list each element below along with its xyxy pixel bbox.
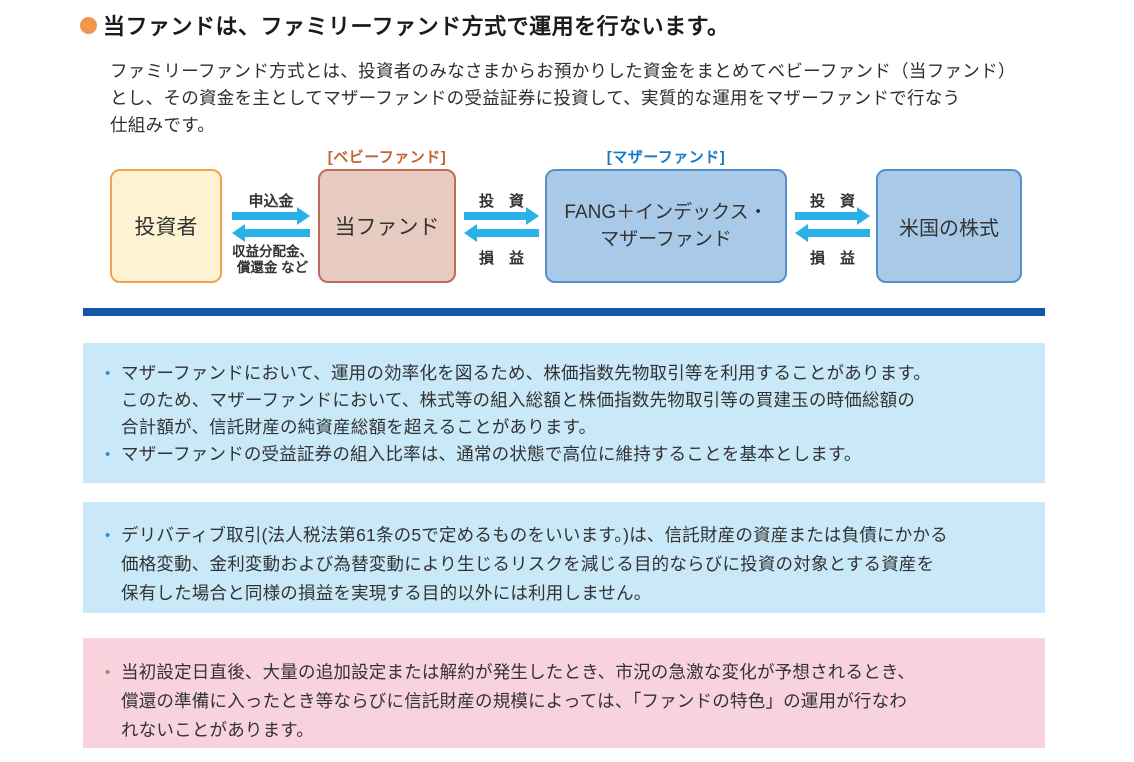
mother-fund-box-line2: マザーファンド xyxy=(600,229,732,250)
family-fund-diagram: [ベビーファンド] [マザーファンド] 投資者 当ファンド FANG＋インデック… xyxy=(0,0,1134,300)
note-line: れないことがあります。 xyxy=(121,720,314,740)
profit-loss-arrow-left-icon-2 xyxy=(795,224,870,242)
subscription-arrow-right-icon xyxy=(232,207,310,225)
profit-loss-label-2: 損 益 xyxy=(809,250,855,267)
note-item: • デリバティブ取引(法人税法第61条の5で定めるものをいいます。)は、信託財産… xyxy=(105,521,1025,608)
mother-fund-label: [マザーファンド] xyxy=(606,149,726,166)
us-stocks-box: 米国の株式 xyxy=(876,169,1022,283)
orange-bullet-icon xyxy=(80,16,97,34)
intro-line: 仕組みです。 xyxy=(110,115,216,135)
note-item: • マザーファンドの受益証券の組入比率は、通常の状態で高位に維持することを基本と… xyxy=(105,441,1025,468)
note-line: 価格変動、金利変動および為替変動により生じるリスクを減じる目的ならびに投資の対象… xyxy=(121,554,935,574)
intro-paragraph: ファミリーファンド方式とは、投資者のみなさまからお預かりした資金をまとめてベビー… xyxy=(110,58,1016,139)
blue-bullet-icon: • xyxy=(105,446,111,463)
profit-loss-arrow-left-icon xyxy=(464,224,539,242)
note-line: 当初設定日直後、大量の追加設定または解約が発生したとき、市況の急激な変化が予想さ… xyxy=(121,662,916,682)
blue-bullet-icon: • xyxy=(105,527,111,544)
us-stocks-box-label: 米国の株式 xyxy=(899,217,999,240)
note-line: マザーファンドの受益証券の組入比率は、通常の状態で高位に維持することを基本としま… xyxy=(121,444,862,464)
baby-fund-label: [ベビーファンド] xyxy=(327,149,447,166)
distribution-label-line1: 収益分配金、 xyxy=(232,244,313,259)
note-item: • マザーファンドにおいて、運用の効率化を図るため、株価指数先物取引等を利用する… xyxy=(105,360,1025,441)
orange-bullet-small-icon: • xyxy=(105,664,111,681)
caution-note-box: • 当初設定日直後、大量の追加設定または解約が発生したとき、市況の急激な変化が予… xyxy=(83,638,1045,748)
section-heading-text: 当ファンドは、ファミリーファンド方式で運用を行ないます。 xyxy=(103,14,730,39)
mother-fund-box: FANG＋インデックス・ マザーファンド xyxy=(545,169,787,283)
intro-line: とし、その資金を主としてマザーファンドの受益証券に投資して、実質的な運用をマザー… xyxy=(110,88,961,108)
this-fund-box: 当ファンド xyxy=(318,169,456,283)
distribution-label: 収益分配金、 償還金 など xyxy=(210,244,335,276)
subscription-label: 申込金 xyxy=(248,193,294,210)
note-item: • 当初設定日直後、大量の追加設定または解約が発生したとき、市況の急激な変化が予… xyxy=(105,658,1025,745)
profit-loss-label-1: 損 益 xyxy=(478,250,524,267)
investment-arrow-right-icon xyxy=(464,207,539,225)
section-divider xyxy=(83,308,1045,316)
distribution-arrow-left-icon xyxy=(232,224,310,242)
section-heading: 当ファンドは、ファミリーファンド方式で運用を行ないます。 xyxy=(80,9,729,41)
investment-label-2: 投 資 xyxy=(809,193,855,210)
investment-arrow-right-icon-2 xyxy=(795,207,870,225)
intro-line: ファミリーファンド方式とは、投資者のみなさまからお預かりした資金をまとめてベビー… xyxy=(110,61,1016,81)
mother-fund-note-box: • マザーファンドにおいて、運用の効率化を図るため、株価指数先物取引等を利用する… xyxy=(83,343,1045,483)
investment-label-1: 投 資 xyxy=(478,193,524,210)
blue-bullet-icon: • xyxy=(105,365,111,382)
note-line: 合計額が、信託財産の純資産総額を超えることがあります。 xyxy=(121,417,597,437)
distribution-label-line2: 償還金 など xyxy=(236,260,309,275)
note-line: 保有した場合と同様の損益を実現する目的以外には利用しません。 xyxy=(121,583,652,603)
this-fund-box-label: 当ファンド xyxy=(334,216,440,239)
note-line: このため、マザーファンドにおいて、株式等の組入総額と株価指数先物取引等の買建玉の… xyxy=(121,390,916,410)
note-line: デリバティブ取引(法人税法第61条の5で定めるものをいいます。)は、信託財産の資… xyxy=(121,525,948,545)
note-line: マザーファンドにおいて、運用の効率化を図るため、株価指数先物取引等を利用すること… xyxy=(121,363,931,383)
investor-box: 投資者 xyxy=(110,169,222,283)
derivatives-note-box: • デリバティブ取引(法人税法第61条の5で定めるものをいいます。)は、信託財産… xyxy=(83,502,1045,613)
investor-box-label: 投資者 xyxy=(134,216,198,239)
mother-fund-box-line1: FANG＋インデックス・ xyxy=(564,202,768,223)
note-line: 償還の準備に入ったとき等ならびに信託財産の規模によっては、「ファンドの特色」の運… xyxy=(121,691,907,711)
